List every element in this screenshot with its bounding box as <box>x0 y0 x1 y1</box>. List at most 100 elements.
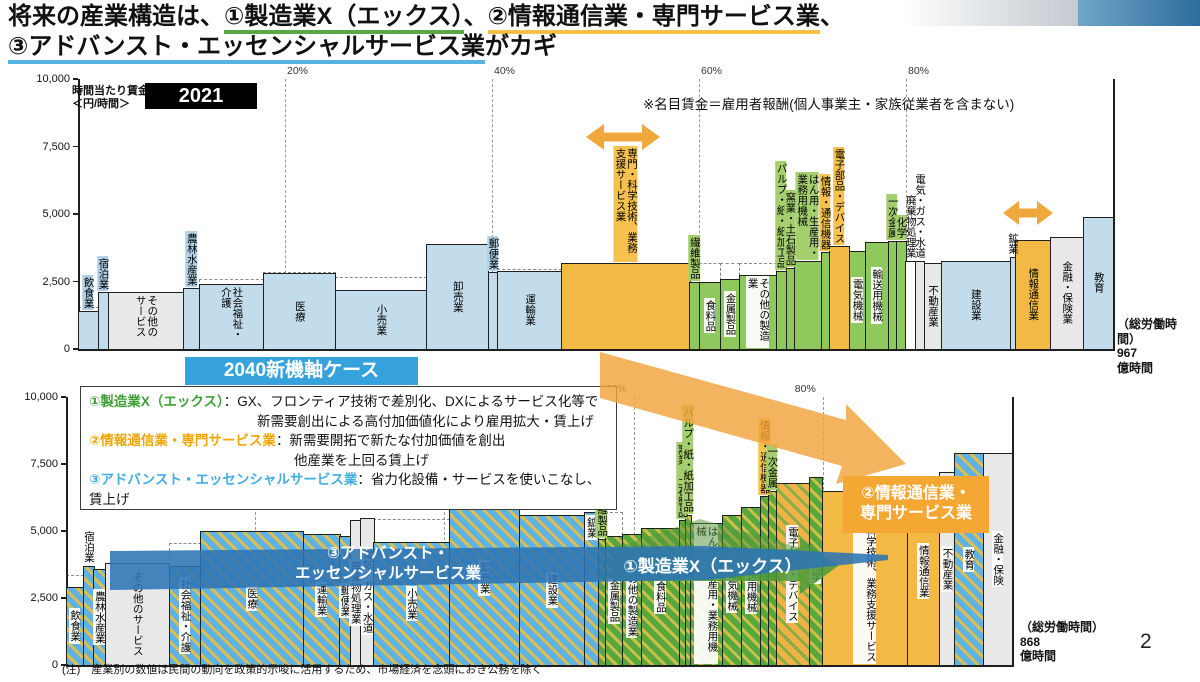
bar-label-wrap: 不動産業 <box>932 472 961 665</box>
bar-label: 金融・保険 <box>991 530 1005 588</box>
bar-label-wrap: パルプ・紙・紙加工品 <box>681 404 695 514</box>
bar-label-wrap: 卸売業 <box>419 244 495 349</box>
y-tick-label: 7,500 <box>30 458 58 470</box>
bar-label-wrap: 食料品 <box>634 528 686 665</box>
bar-label: 飲食業 <box>68 608 82 644</box>
bar-label-wrap: 化学 <box>894 215 907 240</box>
bar-label-wrap: 医療 <box>193 531 309 665</box>
bar-label: 郵便業 <box>486 235 500 272</box>
chart-bar <box>78 311 99 350</box>
page-title: 将来の産業構造は、①製造業X（エックス）、②情報通信業・専門サービス業、 ③アド… <box>8 2 1128 64</box>
bar-label-wrap: 繊維製品 <box>688 234 701 281</box>
bar-label-wrap: 金融・保険業 <box>1043 237 1090 349</box>
bar-label-wrap: 宿泊業 <box>82 529 95 565</box>
bar-label-wrap: 運輸業 <box>490 271 568 349</box>
bar-label-wrap: 鉱業 <box>577 512 604 665</box>
title-seg-advanced-essential: ③アドバンスト・エッセンシャルサービス業 <box>8 33 486 64</box>
y-tick-mark <box>61 463 66 465</box>
legend-item-3: ③アドバンスト・エッセンシャルサービス業：省力化設備・サービスを使いこなし、賃上… <box>89 472 601 507</box>
bar-label-wrap: 金融・保険 <box>976 453 1019 665</box>
bar-label: 教育 <box>962 546 976 572</box>
bar-label: 金属製品 <box>724 290 737 337</box>
legend-item-1: ①製造業X（エックス）：GX、フロンティア技術で差別化、DXによるサービス化等で <box>89 394 599 409</box>
bar-label-wrap: 運輸業 <box>296 534 347 665</box>
bar-label: 電子部品・デバイス <box>832 146 846 246</box>
bar-label-wrap: 郵便業 <box>332 536 356 665</box>
legend-item-2: ②情報通信業・専門サービス業：新需要開拓で新たな付加価値を創出 <box>89 433 506 448</box>
bar-label-wrap: 医療 <box>256 273 342 349</box>
bar-label: 金融・保険業 <box>1061 261 1074 325</box>
bar-label-wrap: はん用・生産用・業務用機械 <box>795 172 820 261</box>
bar-label: 宿泊業 <box>97 255 110 292</box>
y-tick-label: 0 <box>51 659 58 671</box>
y-axis-caption: 時間当たり賃金＜円/時間＞ <box>72 85 149 110</box>
bar-label-wrap: 郵便業 <box>486 235 500 272</box>
bar-label-wrap: 農林水産業 <box>86 569 111 665</box>
bar-label-wrap: 窯業・土石製品 <box>783 189 796 267</box>
bar-label: 医療 <box>245 585 259 611</box>
right-boundary-line <box>1113 79 1115 349</box>
bar-label: 電気・ガス・水道 <box>914 174 927 259</box>
bar-label-wrap: 情報通信業 <box>900 477 946 665</box>
chart-bar <box>561 262 691 350</box>
y-tick-label: 10,000 <box>24 391 58 403</box>
bar-label-wrap: 輸送用機械 <box>734 507 767 665</box>
bar-label-wrap: 電子部品・デバイス <box>832 146 846 246</box>
title-seg-info-services: ②情報通信業・専門サービス業 <box>487 3 820 34</box>
y-tick-mark <box>61 664 66 666</box>
bar-label-wrap: 宿泊業 <box>97 255 110 292</box>
chart-bar <box>1083 216 1115 350</box>
chart-bar <box>793 261 822 350</box>
bar-label: 小売業 <box>375 303 388 336</box>
y-tick-mark <box>73 145 78 148</box>
y-tick-mark <box>61 396 66 398</box>
bar-label-wrap: 建設業 <box>934 261 1017 349</box>
bar-label-wrap: 飲食業 <box>82 274 95 311</box>
x-tick-label: 80% <box>908 65 930 77</box>
bar-label-wrap: 情報・通信機器 <box>819 173 832 252</box>
bar-label: 建設業 <box>969 289 982 321</box>
bar-label-wrap: 教育 <box>947 453 989 665</box>
y-tick-mark <box>73 348 78 350</box>
page-number: 2 <box>1140 630 1152 653</box>
bar-label-wrap: 電気機械 <box>842 251 873 349</box>
chart-bar <box>1014 239 1052 350</box>
bar-label-wrap: その他の製造業 <box>732 275 783 349</box>
bar-label-wrap: 電気・ガス・水道 <box>914 172 926 260</box>
bar-label: 建設業 <box>545 572 559 608</box>
case-badge-2040: 2040新機軸ケース <box>185 357 418 385</box>
title-seg-manufacturing-x: ①製造業X（エックス） <box>224 3 464 34</box>
bar-label-wrap: 金属製品 <box>713 279 746 349</box>
bar-label: 情報・通信機器 <box>819 173 832 252</box>
big-orange-arrow-icon <box>600 352 906 484</box>
gridline-40pct <box>492 79 493 349</box>
bar-label: 輸送用機械 <box>745 557 758 615</box>
y-tick-label: 2,500 <box>30 592 58 604</box>
bar-label-wrap: 不動産業 <box>917 263 948 349</box>
total-hours-2021: （総労働時間） 967 億時間 <box>1117 317 1178 375</box>
bar-label: 不動産業 <box>940 545 954 592</box>
bar-label-wrap: 飲食業 <box>59 587 90 665</box>
chart-bar <box>107 292 185 350</box>
bar-label: 専門・科学技術、業務支援サービス業 <box>613 145 638 262</box>
x-tick-label: 20% <box>287 65 309 77</box>
bar-label: 電子部品・デバイス <box>786 524 799 624</box>
chart-bar <box>198 284 265 350</box>
bar-label: 食料品 <box>654 578 667 615</box>
legend-box: ①製造業X（エックス）：GX、フロンティア技術で差別化、DXによるサービス化等で… <box>80 386 617 510</box>
legend-item-1-cont: 新需要創出による高付加価値化により雇用拡大・賃上げ <box>257 413 594 429</box>
bar-label: パルプ・紙・紙加工品 <box>681 404 695 514</box>
x-tick-label: 40% <box>494 65 516 77</box>
bar-label: 鉱業 <box>1007 233 1020 255</box>
header-gradient-strip-blue <box>1078 0 1200 26</box>
y-axis-line <box>78 79 80 349</box>
title-prefix: 将来の産業構造は、 <box>8 3 224 30</box>
double-arrow-icon <box>1003 201 1053 225</box>
bar-label: 電気機械 <box>851 277 864 324</box>
bar-label: 農林水産業 <box>185 230 198 288</box>
bar-label: 運輸業 <box>524 294 537 326</box>
bar-label: 繊維製品 <box>688 234 701 281</box>
y-tick-label: 7,500 <box>42 140 70 153</box>
y-tick-label: 5,000 <box>30 525 58 537</box>
